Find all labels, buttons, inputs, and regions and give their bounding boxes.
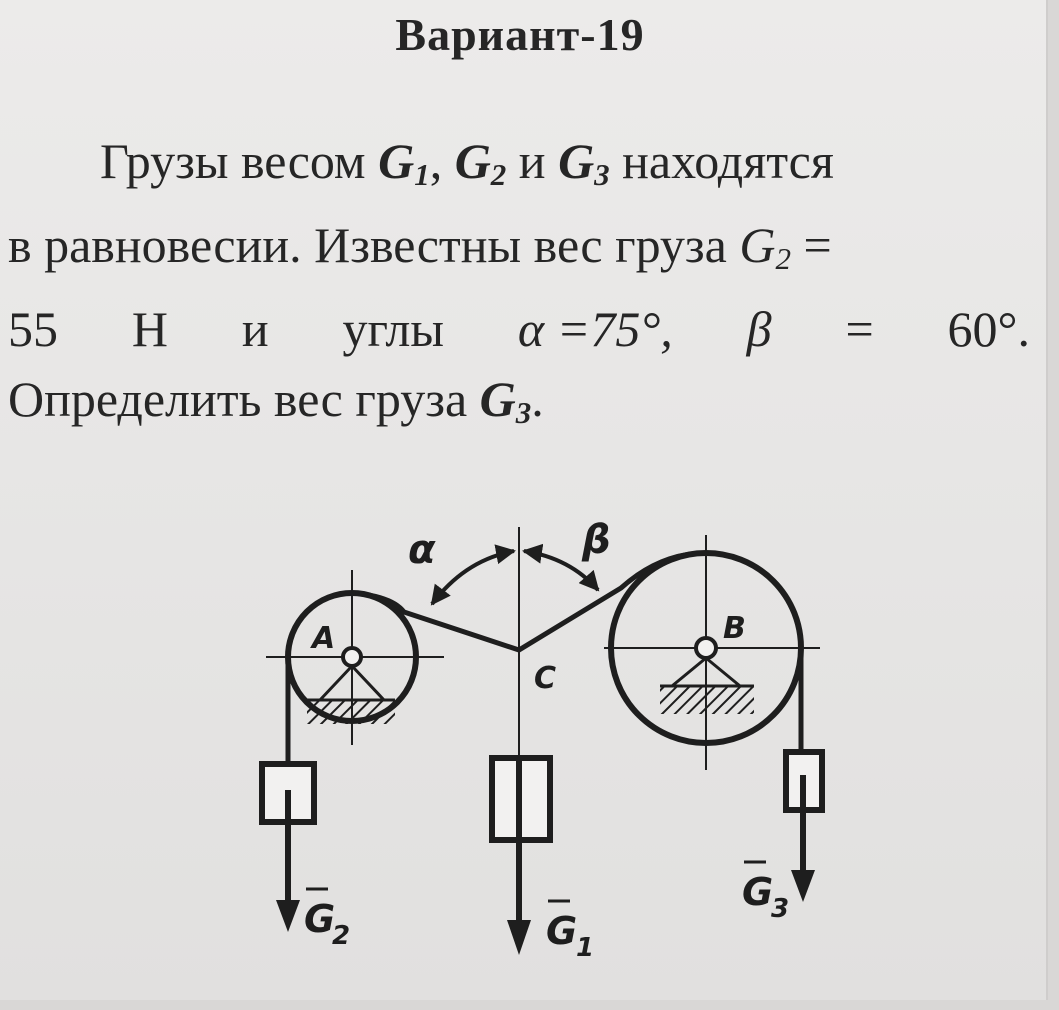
text-fragment: в равновесии. Известны вес груза <box>8 216 740 273</box>
pulley-b <box>604 535 820 770</box>
label-alpha: α <box>408 527 436 573</box>
support-b-hatch <box>660 686 754 714</box>
svg-text:G: G <box>742 870 773 914</box>
pulley-a <box>266 570 444 745</box>
text-fragment: Определить вес груза <box>8 370 480 427</box>
label-g1: G 1 <box>546 899 594 963</box>
symbol-g3-bold: G3 <box>479 370 532 430</box>
svg-text:2: 2 <box>332 921 350 951</box>
alpha-value: α =75°, <box>517 300 673 357</box>
problem-line-4: Определить вес груза G3. <box>8 364 1030 448</box>
page-title: Вариант-19 <box>395 9 645 60</box>
svg-text:1: 1 <box>576 933 594 963</box>
label-a: A <box>310 621 335 656</box>
label-c: C <box>534 661 556 696</box>
load-g1 <box>489 755 553 955</box>
label-g3: G 3 <box>742 860 789 924</box>
symbol-g2: G2 <box>454 133 507 192</box>
problem-statement: Грузы весом G1, G2 и G3 находятся в равн… <box>8 126 1030 447</box>
symbol-g1: G1 <box>378 133 430 192</box>
symbol-g2-italic: G2 <box>739 216 791 276</box>
text-fragment: = <box>790 216 832 273</box>
label-beta: β <box>581 517 611 563</box>
load-g3 <box>783 749 825 902</box>
text-fragment: и <box>506 133 559 189</box>
text-fragment: , <box>429 133 455 189</box>
angle-alpha-arc <box>430 544 516 606</box>
text-fragment: и <box>241 300 269 357</box>
label-g2: G 2 <box>304 887 350 951</box>
text-fragment: находятся <box>609 133 834 189</box>
text-fragment: Грузы весом <box>100 133 379 189</box>
text-fragment: = <box>845 300 874 357</box>
problem-line-2: в равновесии. Известны вес груза G2 = <box>8 210 1030 294</box>
text-fragment: . <box>531 370 544 427</box>
pulley-diagram: A B C α β G 2 G 1 G 3 <box>259 517 825 963</box>
rope <box>285 550 804 764</box>
load-g2 <box>259 761 317 932</box>
svg-text:3: 3 <box>771 894 789 924</box>
label-b: B <box>723 611 746 646</box>
paper-sheet: Вариант-19 Грузы весом G1, G2 и G3 наход… <box>0 0 1048 1000</box>
text-fragment: углы <box>342 300 444 357</box>
support-a-hatch <box>307 700 395 724</box>
symbol-g3: G3 <box>558 133 610 192</box>
problem-line-1: Грузы весом G1, G2 и G3 находятся <box>8 126 1030 210</box>
angle-beta-arc <box>522 543 600 592</box>
svg-text:G: G <box>546 909 577 953</box>
svg-text:G: G <box>304 897 335 941</box>
weight-unit: Н <box>131 300 168 357</box>
beta-value: 60°. <box>947 300 1031 357</box>
weight-value: 55 <box>8 300 58 357</box>
beta-symbol: β <box>746 300 772 357</box>
